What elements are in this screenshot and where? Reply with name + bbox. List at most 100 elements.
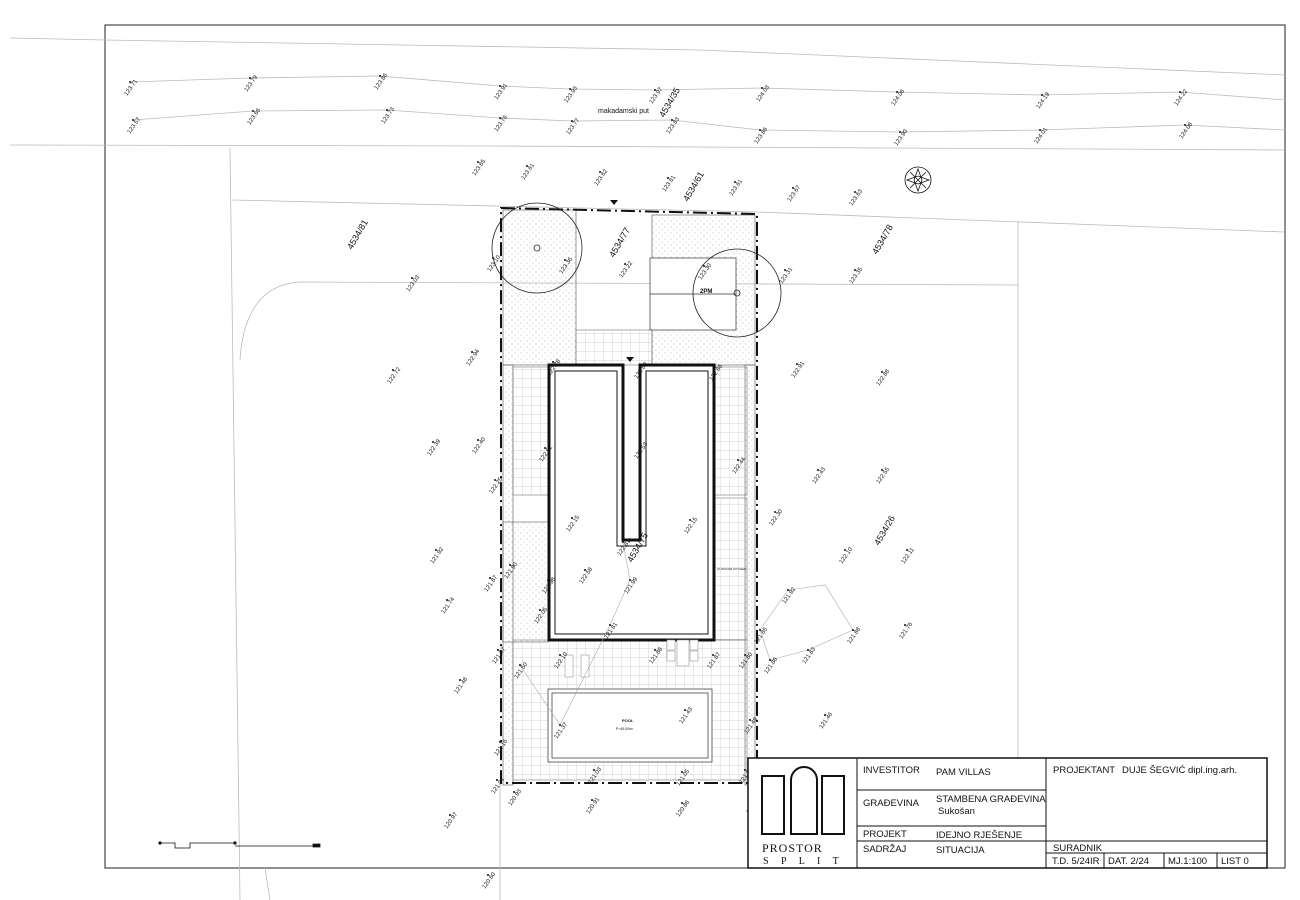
elevation-dot bbox=[559, 724, 561, 726]
elevation-label: 122.72 bbox=[387, 366, 403, 385]
elevation-dot bbox=[844, 549, 846, 551]
elevation-point: 123.93 bbox=[564, 85, 580, 104]
elevation-label: 123.62 bbox=[594, 168, 610, 187]
elevation-label: 120.60 bbox=[482, 871, 498, 890]
elevation-dot bbox=[712, 654, 714, 656]
elevation-label: 121.92 bbox=[430, 546, 446, 565]
suradnik-label: SURADNIK bbox=[1053, 843, 1103, 854]
elevation-dot bbox=[519, 664, 521, 666]
elevation-point: 123.22 bbox=[619, 260, 635, 279]
elevation-label: 123.77 bbox=[566, 117, 582, 136]
elevation-dot bbox=[769, 659, 771, 661]
garden-areas bbox=[502, 209, 756, 786]
elevation-label: 123.66 bbox=[247, 107, 263, 126]
elevation-point: 124.19 bbox=[1036, 91, 1052, 110]
elevation-point: 122.11 bbox=[901, 546, 917, 565]
elevation-point: 121.92 bbox=[430, 546, 446, 565]
elevation-label: 121.87 bbox=[484, 574, 500, 593]
elevation-point: 120.97 bbox=[444, 811, 460, 830]
elevation-label: 123.76 bbox=[494, 114, 510, 133]
title-block: PROSTOR S P L I T INVESTITOR PAM VILLAS … bbox=[747, 757, 1268, 869]
elevation-dot bbox=[854, 269, 856, 271]
projektant-label: PROJEKTANT bbox=[1053, 765, 1115, 776]
elevation-dot bbox=[689, 519, 691, 521]
elevation-dot bbox=[435, 549, 437, 551]
elevation-dot bbox=[252, 110, 254, 112]
elevation-point: 121.01 bbox=[491, 776, 507, 795]
investitor-label: INVESTITOR bbox=[863, 765, 920, 776]
elevation-label: 123.79 bbox=[244, 74, 260, 93]
elevation-point: 123.91 bbox=[494, 82, 510, 101]
road-label: makadamski put bbox=[598, 108, 649, 115]
elevation-dot bbox=[526, 165, 528, 167]
elevation-label: 123.65 bbox=[472, 158, 488, 177]
elevation-label: 123.61 bbox=[729, 178, 745, 197]
elevation-label: 123.03 bbox=[406, 274, 422, 293]
elevation-dot bbox=[824, 714, 826, 716]
elevation-point: 123.35 bbox=[849, 266, 865, 285]
entrance-marker bbox=[610, 200, 618, 205]
elevation-point: 123.77 bbox=[566, 117, 582, 136]
elevation-point: 123.83 bbox=[666, 116, 682, 135]
elevation-point: 123.31 bbox=[779, 266, 795, 285]
elevation-point: 121.76 bbox=[899, 621, 915, 640]
elevation-label: 123.73 bbox=[381, 106, 397, 125]
elevation-dot bbox=[759, 629, 761, 631]
elevation-point: 122.55 bbox=[876, 466, 892, 485]
elevation-dot bbox=[761, 87, 763, 89]
elevation-label: 121.46 bbox=[819, 711, 835, 730]
elevation-point: 122.39 bbox=[427, 438, 443, 457]
drawing-frame bbox=[104, 24, 1286, 869]
elevation-point: 120.93 bbox=[508, 788, 524, 807]
elevation-point: 123.61 bbox=[662, 174, 678, 193]
elevation-label: 124.06 bbox=[891, 88, 907, 107]
elevation-label: 124.22 bbox=[1174, 88, 1190, 107]
elevation-dot bbox=[487, 874, 489, 876]
elevation-dot bbox=[1039, 129, 1041, 131]
elevation-dot bbox=[681, 771, 683, 773]
elevation-dot bbox=[599, 171, 601, 173]
elevation-point: 121.48 bbox=[454, 676, 470, 695]
parcel-number: 4534/81 bbox=[345, 218, 370, 251]
elevation-label: 123.67 bbox=[787, 184, 803, 203]
elevation-dot bbox=[564, 259, 566, 261]
elevation-dot bbox=[132, 119, 134, 121]
gradevina-location: Sukošan bbox=[938, 806, 975, 817]
elevation-dot bbox=[459, 679, 461, 681]
elevation-point: 121.86 bbox=[764, 656, 780, 675]
elevation-dot bbox=[787, 589, 789, 591]
elevation-dot bbox=[904, 624, 906, 626]
investitor-value: PAM VILLAS bbox=[936, 767, 991, 778]
projekt-value: IDEJNO RJEŠENJE bbox=[936, 830, 1022, 841]
elevation-label: 122.40 bbox=[472, 436, 488, 455]
elevation-point: 123.62 bbox=[594, 168, 610, 187]
elevation-dot bbox=[737, 459, 739, 461]
elevation-dot bbox=[654, 649, 656, 651]
elevation-dot bbox=[492, 257, 494, 259]
elevation-point: 124.06 bbox=[891, 88, 907, 107]
scale-bar bbox=[158, 841, 321, 849]
north-arrow-icon bbox=[904, 166, 932, 194]
elevation-dot bbox=[609, 624, 611, 626]
elevation-point: 122.10 bbox=[839, 546, 855, 565]
elevation-point: 122.30 bbox=[769, 508, 785, 527]
sadrzaj-value: SITUACIJA bbox=[936, 845, 985, 856]
elevation-point: 123.03 bbox=[406, 274, 422, 293]
elevation-point: 123.97 bbox=[649, 86, 665, 105]
elevation-dot bbox=[497, 649, 499, 651]
elevation-label: 123.86 bbox=[374, 72, 390, 91]
elevation-dot bbox=[494, 479, 496, 481]
elevation-point: 123.86 bbox=[374, 72, 390, 91]
elevation-dot bbox=[559, 654, 561, 656]
elevation-point: 123.57 bbox=[127, 116, 143, 135]
elevation-dot bbox=[854, 191, 856, 193]
entrance-marker bbox=[626, 357, 634, 362]
elevation-label: 123.61 bbox=[521, 162, 537, 181]
elevation-dot bbox=[1184, 124, 1186, 126]
parcel-number: 4534/78 bbox=[870, 223, 895, 256]
elevation-point: 123.66 bbox=[247, 107, 263, 126]
elevation-point: 122.43 bbox=[812, 466, 828, 485]
projekt-label: PROJEKT bbox=[863, 829, 907, 840]
elevation-dot bbox=[684, 709, 686, 711]
